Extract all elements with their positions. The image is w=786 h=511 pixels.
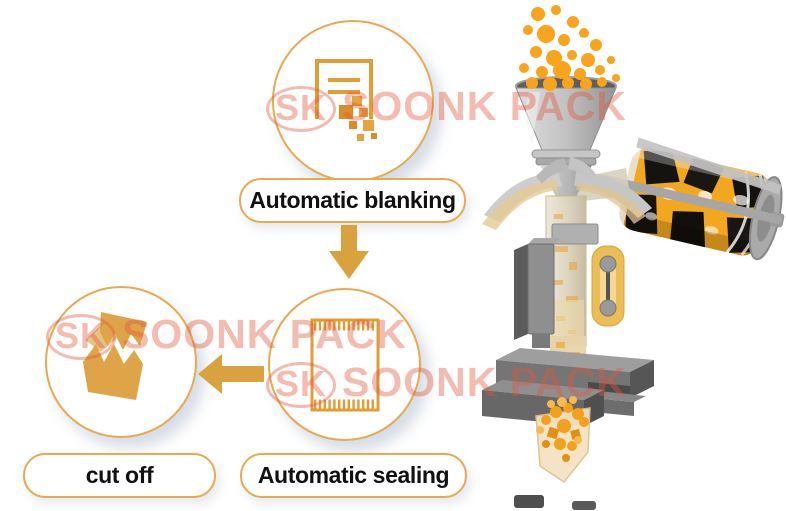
product-granules xyxy=(519,5,620,91)
arrow-down-icon xyxy=(329,225,369,279)
blanking-icon xyxy=(315,59,377,141)
arrow-left-icon xyxy=(198,354,264,394)
step-label-cut-off: cut off xyxy=(23,453,216,498)
film-shoulder xyxy=(482,157,652,230)
flow-step-automatic-blanking xyxy=(272,20,434,182)
step-label-text: Automatic sealing xyxy=(257,462,450,488)
feeding-hopper xyxy=(515,76,617,205)
step-label-text: Automatic blanking xyxy=(249,187,456,213)
step-label-automatic-blanking: Automatic blanking xyxy=(239,178,466,223)
finished-bag xyxy=(535,396,591,484)
step-label-text: cut off xyxy=(85,462,154,488)
sealing-icon xyxy=(310,318,379,411)
cutoff-icon xyxy=(83,312,147,400)
machine-feet xyxy=(514,495,596,510)
horizontal-sealing-jaws xyxy=(482,348,654,426)
flow-step-automatic-sealing xyxy=(268,288,421,441)
roll-support-arm xyxy=(596,137,782,224)
step-label-automatic-sealing: Automatic sealing xyxy=(240,453,467,498)
film-guide-bracket xyxy=(591,245,625,327)
vertical-packaging-machine-illustration xyxy=(482,5,785,510)
flow-step-cut-off xyxy=(45,286,197,438)
vertical-sealer xyxy=(514,238,560,348)
printed-film-roll xyxy=(596,137,785,261)
